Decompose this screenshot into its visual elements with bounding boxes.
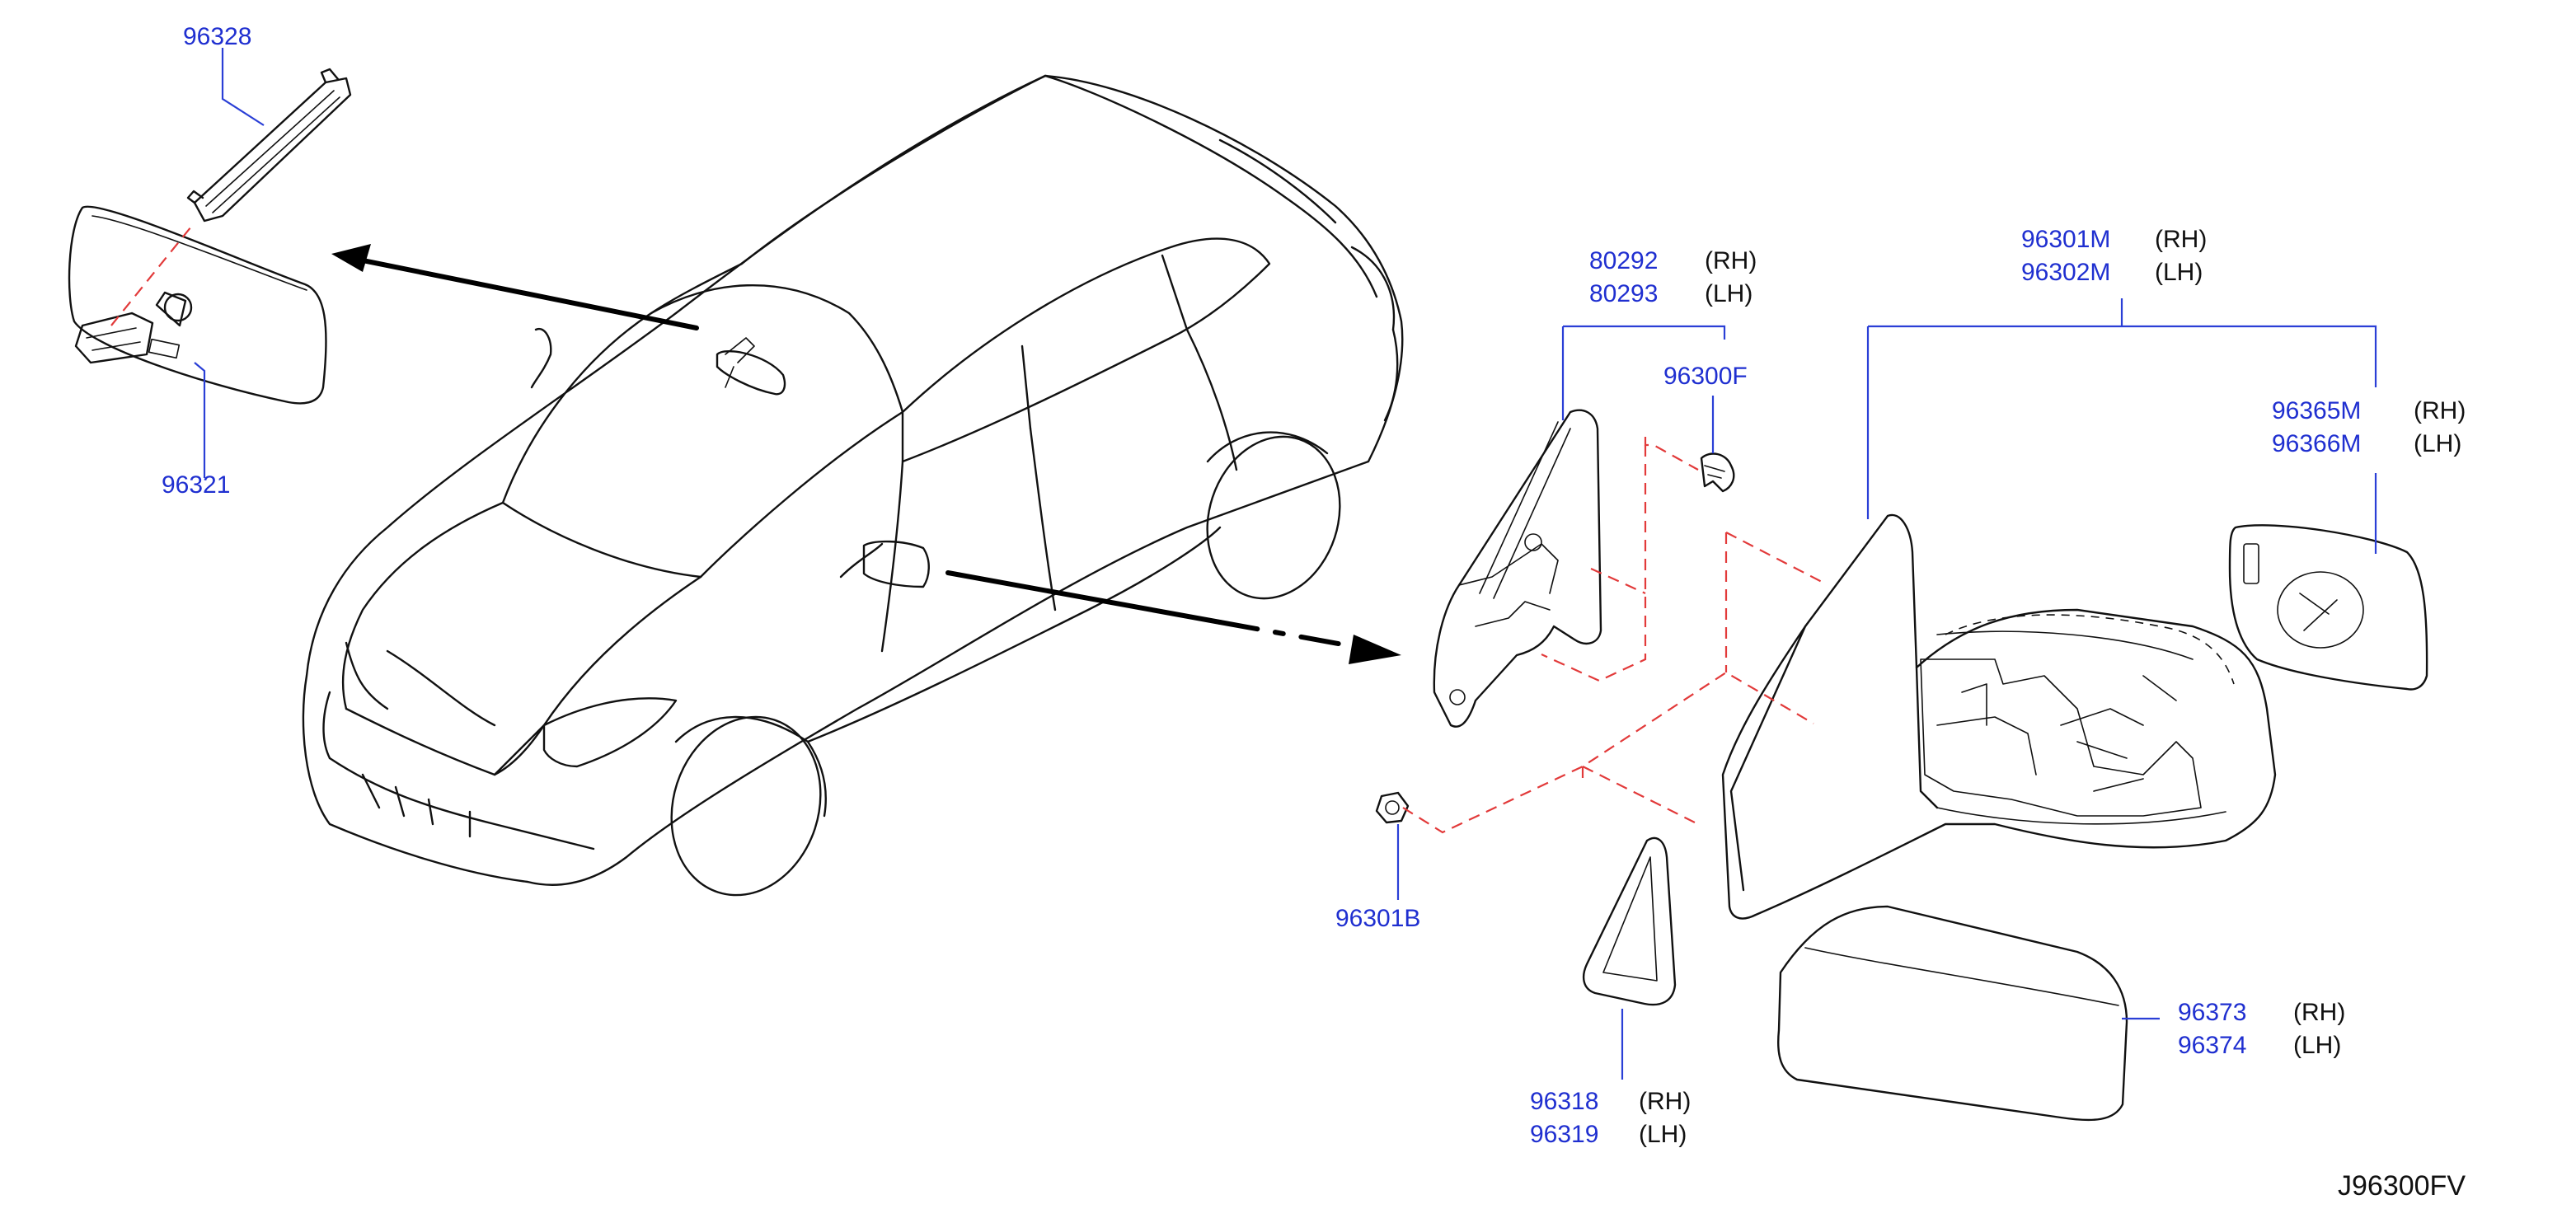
- label-96318: 96318: [1530, 1088, 1598, 1115]
- label-lh-96319: (LH): [1639, 1121, 1687, 1148]
- label-rh-80292: (RH): [1705, 247, 1757, 274]
- label-rh-96318: (RH): [1639, 1088, 1691, 1115]
- label-lh-96366M: (LH): [2414, 430, 2461, 457]
- part-labels: 96328 96321 80292 (RH) 80293 (LH) 96300F…: [162, 23, 2466, 1202]
- door-mirror-assembly: [1375, 409, 2428, 1122]
- arrow-to-door-mirror: [945, 570, 1401, 664]
- label-96366M: 96366M: [2272, 430, 2361, 457]
- label-rh-96365M: (RH): [2414, 397, 2466, 424]
- label-lh-96374: (LH): [2293, 1032, 2341, 1059]
- label-80292: 80292: [1589, 247, 1658, 274]
- inner-mirror-assembly: [68, 68, 352, 405]
- label-96300F: 96300F: [1663, 363, 1748, 390]
- label-rh-96301M: (RH): [2155, 226, 2207, 253]
- label-96373: 96373: [2178, 999, 2246, 1026]
- label-rh-96373: (RH): [2293, 999, 2345, 1026]
- label-96301M: 96301M: [2021, 226, 2110, 253]
- label-lh-80293: (LH): [1705, 280, 1753, 307]
- diagram-code: J96300FV: [2338, 1170, 2466, 1202]
- label-96328: 96328: [183, 23, 251, 50]
- label-96365M: 96365M: [2272, 397, 2361, 424]
- vehicle-illustration: [302, 74, 1404, 897]
- label-96321: 96321: [162, 471, 230, 499]
- leader-lines: [194, 48, 2377, 1080]
- label-96319: 96319: [1530, 1121, 1598, 1148]
- label-96374: 96374: [2178, 1032, 2246, 1059]
- arrow-to-inner-mirror: [331, 244, 699, 330]
- label-lh-96302M: (LH): [2155, 259, 2203, 286]
- label-96302M: 96302M: [2021, 259, 2110, 286]
- label-80293: 80293: [1589, 280, 1658, 307]
- label-96301B: 96301B: [1335, 905, 1420, 932]
